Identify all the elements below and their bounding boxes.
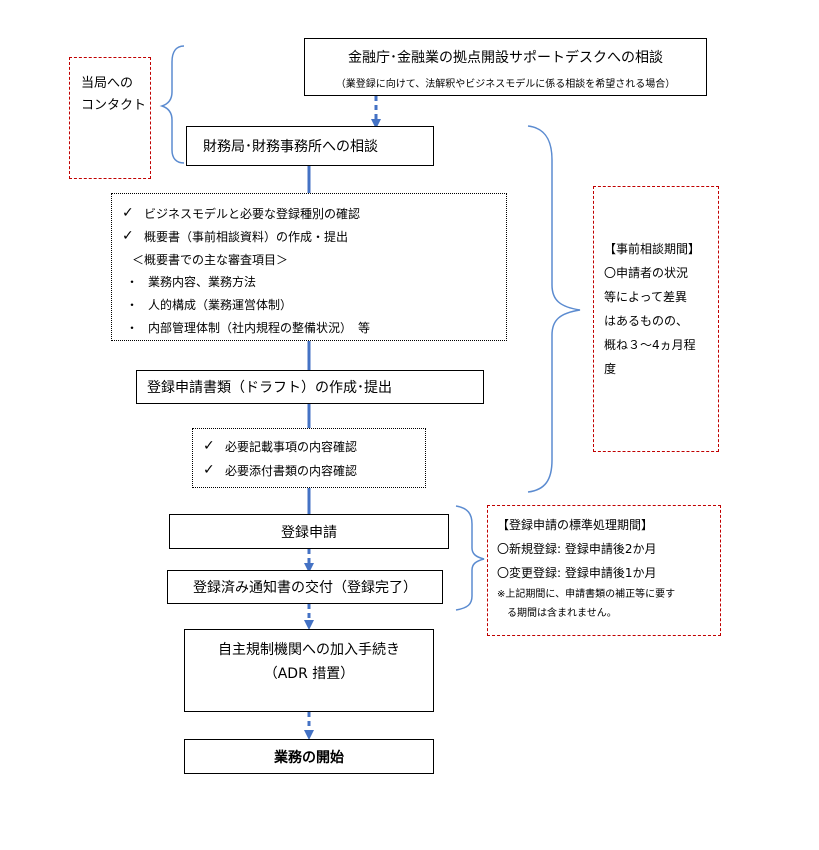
contact-note-line1: 当局への (81, 76, 134, 91)
pre-consult-period-line5: 度 (604, 362, 617, 376)
pre-consult-period-line3: はあるものの、 (604, 314, 689, 328)
contact-note-line2: コンタクト (81, 98, 147, 113)
confirm-item-1: ✓ ビジネスモデルと必要な登録種別の確認 (122, 202, 506, 224)
bullet-icon: ・ (126, 321, 139, 335)
sro-membership-box: 自主規制機関への加入手続き （ADR 措置） (184, 629, 434, 712)
review-item-1-text: 業務内容、業務方法 (148, 275, 257, 289)
support-desk-subtitle: （業登録に向けて、法解釈やビジネスモデルに係る相談を希望される場合） (335, 78, 676, 90)
registration-application-label: 登録申請 (281, 524, 337, 541)
support-desk-title: 金融庁･金融業の拠点開設サポートデスクへの相談 (348, 49, 663, 66)
business-start-box: 業務の開始 (184, 739, 434, 774)
bullet-icon: ・ (126, 298, 139, 312)
content-review-item-2: ✓ 必要添付書類の内容確認 (203, 458, 425, 482)
right-brace-std-period (455, 505, 485, 611)
review-item-2-text: 人的構成（業務運営体制） (148, 298, 293, 312)
registration-notice-label: 登録済み通知書の交付（登録完了） (193, 580, 417, 596)
bullet-icon: ・ (126, 275, 139, 289)
content-review-item-1: ✓ 必要記載事項の内容確認 (203, 434, 425, 458)
review-item-1: ・ 業務内容、業務方法 (122, 270, 506, 293)
standard-period-line2: 〇変更登録: 登録申請後1か月 (497, 566, 657, 580)
pre-consult-period-line1: 〇申請者の状況 (604, 266, 689, 280)
review-item-2: ・ 人的構成（業務運営体制） (122, 293, 506, 316)
confirm-item-2: ✓ 概要書（事前相談資料）の作成・提出 (122, 224, 506, 248)
review-items-heading: ＜概要書での主な審査項目＞ (122, 248, 506, 270)
pre-consult-period-line4: 概ね３〜4ヵ月程 (604, 338, 696, 352)
registration-application-box: 登録申請 (169, 514, 449, 549)
checkmark-icon: ✓ (203, 438, 215, 454)
review-item-3-text: 内部管理体制（社内規程の整備状況） 等 (148, 321, 371, 335)
standard-period-line1: 〇新規登録: 登録申請後2か月 (497, 542, 657, 556)
registration-notice-box: 登録済み通知書の交付（登録完了） (167, 570, 443, 604)
draft-application-box: 登録申請書類（ドラフト）の作成･提出 (136, 370, 484, 404)
confirm-item-2-text: 概要書（事前相談資料）の作成・提出 (144, 229, 349, 244)
support-desk-box: 金融庁･金融業の拠点開設サポートデスクへの相談 （業登録に向けて、法解釈やビジネ… (304, 38, 707, 96)
pre-consult-period-heading: 【事前相談期間】 (604, 242, 701, 256)
review-item-3: ・ 内部管理体制（社内規程の整備状況） 等 (122, 316, 506, 339)
pre-consult-period-line2: 等によって差異 (604, 290, 688, 304)
pre-consult-period-note: 【事前相談期間】 〇申請者の状況 等によって差異 はあるものの、 概ね３〜4ヵ月… (593, 186, 719, 452)
content-review-item-2-text: 必要添付書類の内容確認 (225, 463, 358, 478)
sro-membership-line1: 自主規制機関への加入手続き (218, 642, 400, 658)
content-review-item-1-text: 必要記載事項の内容確認 (225, 439, 358, 454)
checkmark-icon: ✓ (122, 205, 134, 221)
left-brace (159, 45, 185, 164)
standard-period-heading: 【登録申請の標準処理期間】 (497, 518, 654, 532)
draft-application-label: 登録申請書類（ドラフト）の作成･提出 (147, 380, 392, 396)
finance-bureau-consult-box: 財務局･財務事務所への相談 (186, 126, 434, 166)
right-brace-pre-consult (527, 125, 581, 493)
standard-period-note: 【登録申請の標準処理期間】 〇新規登録: 登録申請後2か月 〇変更登録: 登録申… (487, 505, 721, 636)
checkmark-icon: ✓ (122, 228, 134, 244)
contact-note: 当局への コンタクト (69, 57, 151, 179)
standard-period-note2: る期間は含まれません。 (507, 608, 617, 619)
business-model-confirm-box: ✓ ビジネスモデルと必要な登録種別の確認 ✓ 概要書（事前相談資料）の作成・提出… (111, 193, 507, 341)
content-review-box: ✓ 必要記載事項の内容確認 ✓ 必要添付書類の内容確認 (192, 428, 426, 488)
checkmark-icon: ✓ (203, 462, 215, 478)
business-start-label: 業務の開始 (274, 749, 344, 766)
finance-bureau-consult-label: 財務局･財務事務所への相談 (203, 139, 378, 155)
standard-period-note1: ※上記期間に、申請書類の補正等に要す (497, 589, 676, 600)
review-items-heading-text: ＜概要書での主な審査項目＞ (132, 252, 289, 267)
sro-membership-line2: （ADR 措置） (263, 666, 355, 682)
confirm-item-1-text: ビジネスモデルと必要な登録種別の確認 (144, 206, 361, 221)
